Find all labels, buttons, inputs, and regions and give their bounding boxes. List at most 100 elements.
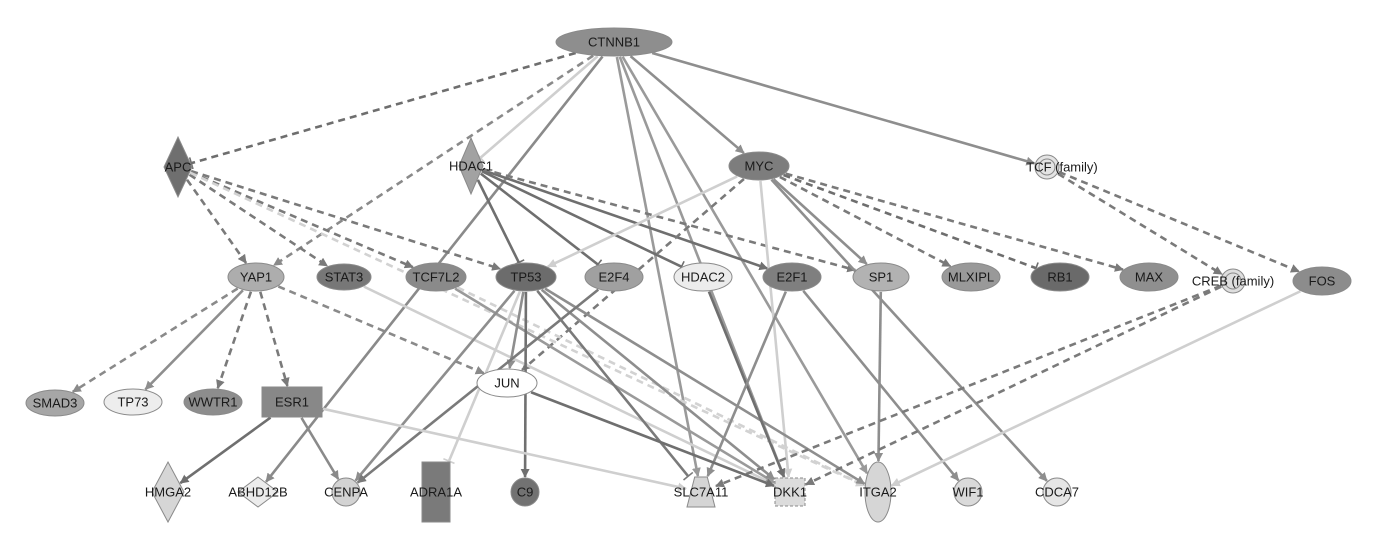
edge-line — [759, 180, 793, 478]
node-shape — [421, 461, 451, 523]
node-shape — [1042, 477, 1072, 507]
node-yap1[interactable]: YAP1 — [227, 262, 285, 292]
node-abhd12b[interactable]: ABHD12B — [228, 476, 288, 508]
node-wwtr1[interactable]: WWTR1 — [183, 388, 243, 416]
node-hdac2[interactable]: HDAC2 — [673, 262, 733, 292]
edge-jun-dkk1 — [530, 391, 775, 488]
edge-tp53-jun — [506, 291, 525, 369]
node-label: ABHD12B — [228, 485, 287, 500]
node-label: CREB (family) — [1192, 274, 1274, 289]
edge-apc-tcf7l2 — [190, 171, 414, 269]
edge-apc-stat3 — [188, 173, 329, 268]
node-shape — [151, 460, 185, 524]
node-ctnnb1[interactable]: CTNNB1 — [555, 27, 673, 57]
node-shape — [584, 262, 644, 292]
node-tp73[interactable]: TP73 — [103, 388, 163, 416]
node-shape — [953, 477, 983, 507]
edge-line — [354, 289, 516, 482]
node-hdac1[interactable]: HDAC1 — [449, 136, 493, 196]
edge-line — [783, 173, 1037, 270]
node-shape — [183, 388, 243, 416]
node-dkk1[interactable]: DKK1 — [773, 477, 807, 507]
node-shape — [476, 368, 538, 398]
node-cdca7[interactable]: CDCA7 — [1035, 477, 1079, 507]
node-shape — [331, 477, 361, 507]
edge-yap1-wwtr1 — [216, 291, 253, 390]
node-tcf[interactable]: TCF (family) — [1026, 154, 1098, 180]
edge-yap1-tp73 — [144, 289, 244, 391]
node-shape — [686, 476, 716, 508]
edge-line — [189, 171, 866, 487]
edge-line — [277, 285, 485, 375]
node-shape — [25, 389, 85, 417]
node-itga2[interactable]: ITGA2 — [859, 461, 897, 523]
node-adra1a[interactable]: ADRA1A — [410, 461, 462, 523]
node-label: C9 — [517, 485, 534, 500]
edge-sp1-itga2 — [874, 291, 884, 462]
node-label: ESR1 — [275, 395, 309, 410]
node-rb1[interactable]: RB1 — [1030, 262, 1090, 292]
node-shape — [673, 262, 733, 292]
node-creb[interactable]: CREB (family) — [1192, 268, 1274, 294]
node-label: E2F4 — [598, 270, 629, 285]
node-shape — [864, 461, 892, 523]
edge-line — [185, 178, 248, 264]
node-c9[interactable]: C9 — [510, 477, 540, 507]
node-mlxipl[interactable]: MLXIPL — [941, 262, 1001, 292]
edge-myc-tp53 — [547, 175, 738, 268]
node-myc[interactable]: MYC — [728, 151, 790, 181]
edge-line — [476, 179, 520, 264]
edge-line — [144, 289, 244, 391]
node-max[interactable]: MAX — [1119, 262, 1179, 292]
edge-myc-mlxipl — [779, 175, 952, 268]
node-label: SMAD3 — [33, 396, 78, 411]
edge-line — [890, 290, 1301, 487]
node-label: CTNNB1 — [588, 35, 640, 50]
node-tcf7l2[interactable]: TCF7L2 — [405, 262, 467, 292]
node-stat3[interactable]: STAT3 — [316, 263, 372, 291]
node-label: SP1 — [869, 270, 894, 285]
node-label: HDAC2 — [681, 270, 725, 285]
node-shape — [237, 476, 279, 508]
edge-line — [785, 172, 1124, 272]
node-esr1[interactable]: ESR1 — [261, 386, 323, 418]
node-label: TCF7L2 — [413, 270, 460, 285]
edge-line — [188, 173, 329, 268]
node-label: DKK1 — [773, 485, 807, 500]
node-hmga2[interactable]: HMGA2 — [145, 460, 191, 524]
node-label: STAT3 — [325, 270, 364, 285]
node-label: MLXIPL — [948, 270, 994, 285]
node-tp53[interactable]: TP53 — [495, 262, 557, 292]
edge-tp53-dkk1 — [540, 288, 776, 481]
edge-line — [1057, 172, 1223, 276]
node-shape — [510, 477, 540, 507]
edge-line — [544, 287, 866, 485]
node-sp1[interactable]: SP1 — [852, 262, 910, 292]
edge-tcf-creb — [1057, 172, 1223, 276]
edge-hdac1-tp53 — [476, 179, 525, 266]
node-apc[interactable]: APC — [163, 135, 193, 199]
edge-yap1-jun — [277, 285, 485, 375]
node-label: CDCA7 — [1035, 485, 1079, 500]
edge-line — [179, 416, 272, 485]
node-slc7a11[interactable]: SLC7A11 — [674, 476, 729, 508]
node-wif1[interactable]: WIF1 — [952, 477, 984, 507]
node-inner-ring — [1038, 158, 1056, 176]
edge-line — [536, 290, 690, 478]
node-shape — [103, 388, 163, 416]
node-fos[interactable]: FOS — [1292, 266, 1352, 296]
node-cenpa[interactable]: CENPA — [324, 477, 368, 507]
edge-line — [479, 55, 599, 159]
node-shape — [227, 262, 285, 292]
node-e2f1[interactable]: E2F1 — [762, 262, 822, 292]
edge-tcf-fos — [1058, 170, 1300, 273]
edge-line — [802, 289, 960, 482]
edge-line — [363, 285, 775, 486]
edge-yap1-esr1 — [259, 291, 290, 387]
edge-myc-max — [785, 172, 1124, 272]
node-smad3[interactable]: SMAD3 — [25, 389, 85, 417]
node-label: TP53 — [510, 270, 541, 285]
node-e2f4[interactable]: E2F4 — [584, 262, 644, 292]
node-label: SLC7A11 — [674, 485, 729, 500]
node-jun[interactable]: JUN — [476, 368, 538, 398]
